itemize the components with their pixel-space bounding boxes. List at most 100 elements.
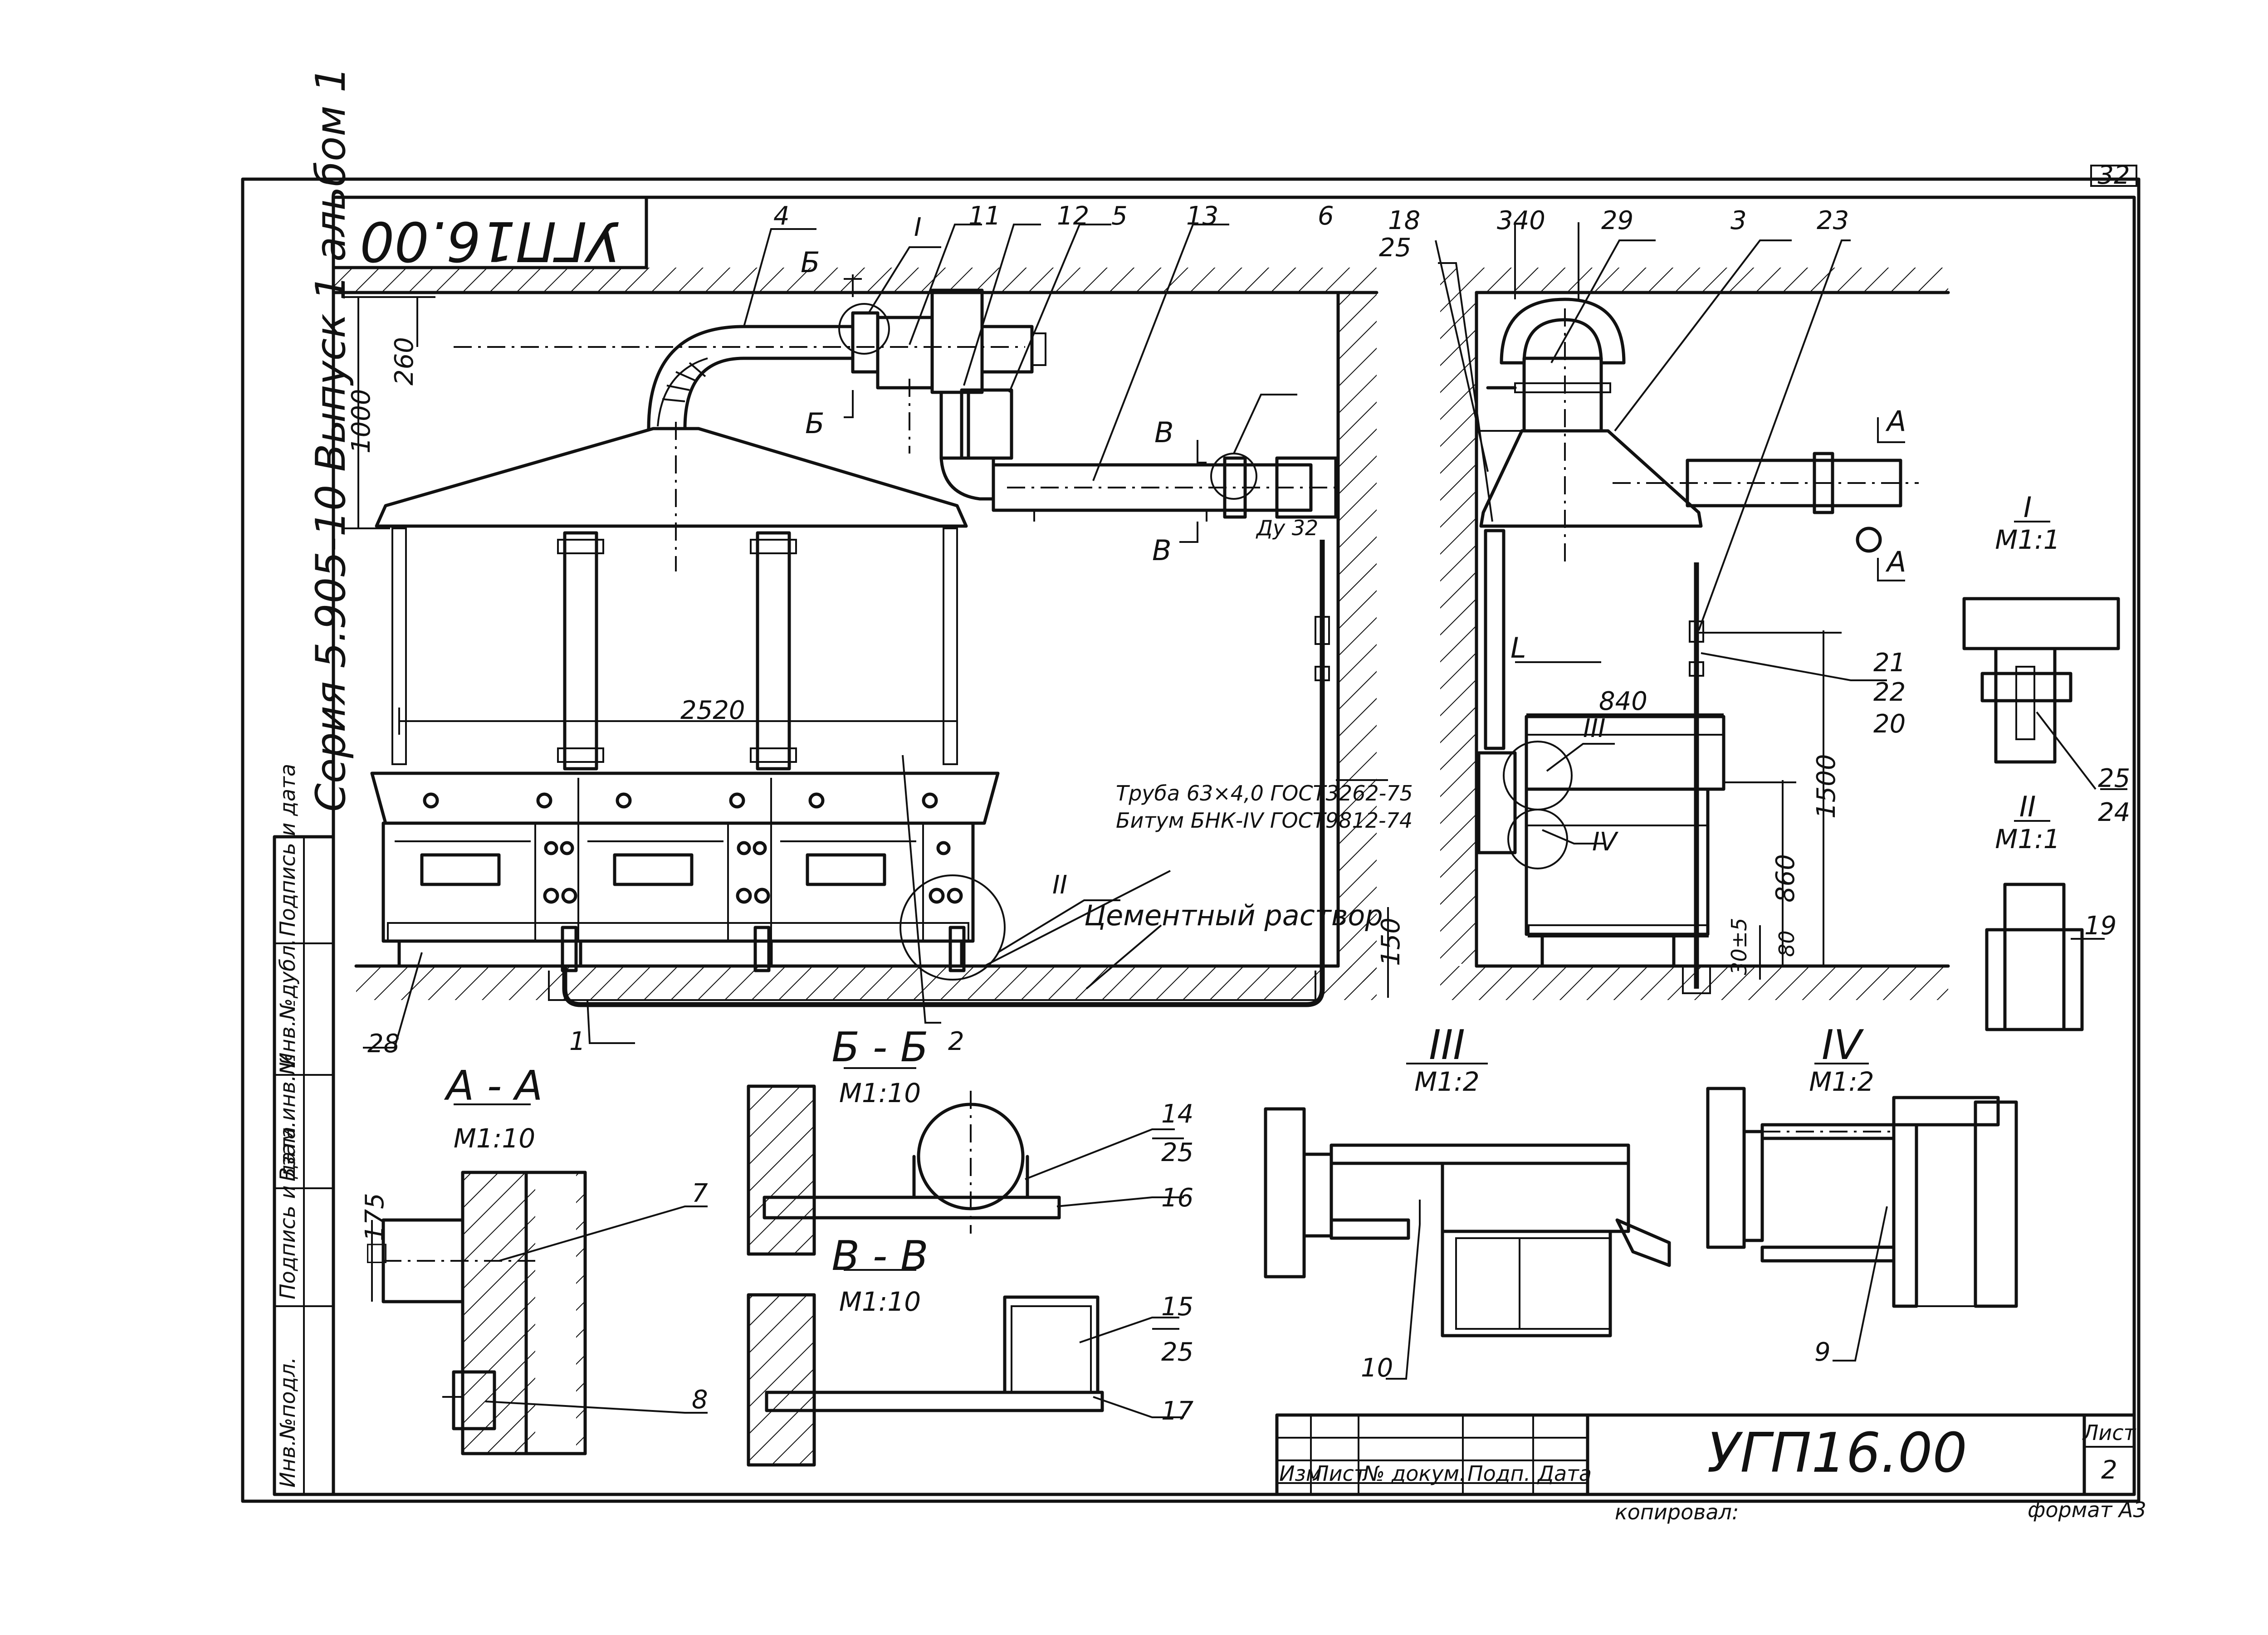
callout-13: 13	[1186, 201, 1218, 231]
detail-II	[1985, 820, 2105, 1031]
section-mark-a-top: А	[1885, 405, 1906, 438]
detail-I-title: I	[2024, 491, 2032, 524]
detail-I-scale: М1:1	[1995, 524, 2060, 555]
title-designation: УГП16.00	[1707, 1422, 1967, 1485]
section-AA	[371, 1103, 708, 1455]
dim-1500: 1500	[1812, 754, 1841, 819]
title-col-data: Дата	[1537, 1461, 1592, 1486]
callout-12: 12	[1057, 201, 1089, 231]
title-sheet-label: Лист	[2082, 1420, 2136, 1445]
note-dn32: Ду 32	[1256, 516, 1318, 540]
stamp-vzam-inv: Взам.инв.№	[275, 1053, 300, 1181]
side-view-labels: 340 18 25 29 3 23 21 22 20 III IV 840 15…	[1379, 206, 1906, 975]
section-mark-v-top: В	[1154, 416, 1174, 449]
detail-III-title: III	[1429, 1021, 1465, 1069]
dim-1000: 1000	[347, 389, 376, 454]
section-VV-title: В - В	[831, 1232, 928, 1280]
designation-rotated: УГП16.00	[360, 209, 620, 272]
callout-29: 29	[1601, 206, 1633, 235]
detail-II-scale: М1:1	[1995, 824, 2060, 854]
main-front-view	[332, 224, 1389, 1049]
dim-860: 860	[1771, 854, 1800, 903]
section-BB	[747, 1067, 1184, 1256]
title-col-podp: Подп.	[1467, 1461, 1530, 1486]
title-col-list: Лист	[1312, 1461, 1367, 1486]
section-VV-scale: М1:10	[839, 1286, 921, 1317]
callout-25-side: 25	[1379, 233, 1411, 263]
callout-IV: IV	[1592, 827, 1619, 857]
callout-6: 6	[1318, 201, 1334, 231]
detail-IV	[1706, 1063, 2018, 1362]
stamp-inv-podl: Инв.№подл.	[275, 1357, 300, 1488]
section-mark-v-bottom: В	[1152, 534, 1172, 567]
designation-box-rotated: УГП16.00	[332, 195, 648, 272]
callout-4: 4	[773, 201, 790, 231]
callout-I: I	[914, 213, 922, 242]
section-VV-callout-25: 25	[1161, 1337, 1193, 1367]
dim-260: 260	[390, 337, 419, 386]
detail-III	[1264, 1063, 1671, 1380]
callout-20: 20	[1873, 709, 1906, 739]
section-mark-a-bottom: А	[1885, 545, 1906, 578]
stamp-inv-dubl: Инв.№дубл.	[275, 939, 300, 1068]
callout-21: 21	[1873, 648, 1906, 678]
callout-23: 23	[1817, 206, 1849, 235]
title-sheet-number: 2	[2101, 1455, 2117, 1485]
callout-28: 28	[367, 1029, 400, 1059]
section-BB-title: Б - Б	[831, 1024, 928, 1071]
format-label: формат А3	[2028, 1498, 2146, 1522]
note-cement: Цементный раствор	[1084, 899, 1383, 932]
copied-by: копировал:	[1615, 1500, 1739, 1524]
detail-IV-title: IV	[1822, 1021, 1864, 1069]
dim-840: 840	[1599, 687, 1647, 716]
section-AA-title: А - А	[444, 1062, 543, 1110]
side-view	[1435, 222, 1950, 1000]
callout-II: II	[1052, 870, 1067, 900]
detail-IV-scale: М1:2	[1809, 1066, 1874, 1097]
stamp-sign-date-2: Подпись и дата	[275, 764, 300, 937]
detail-I-callout-25: 25	[2098, 764, 2130, 793]
section-BB-callout-14: 14	[1161, 1099, 1193, 1129]
detail-II-callout-19: 19	[2084, 911, 2116, 941]
title-block	[1275, 1413, 2136, 1496]
section-BB-callout-16: 16	[1161, 1183, 1193, 1213]
section-mark-b-top: Б	[801, 246, 820, 279]
dim-340: 340	[1497, 206, 1545, 235]
callout-5: 5	[1111, 201, 1128, 231]
callout-18: 18	[1388, 206, 1420, 235]
callout-III: III	[1583, 714, 1606, 743]
callout-11: 11	[968, 201, 1001, 231]
stamp-sign-date-1: Подпись и дата	[275, 1127, 300, 1299]
detail-I-callout-24: 24	[2098, 798, 2130, 827]
dim-80: 80	[1774, 930, 1799, 957]
detail-II-title: II	[2019, 790, 2036, 823]
section-AA-callout-8: 8	[692, 1385, 708, 1415]
dim-L: L	[1510, 631, 1526, 664]
page-number: 32	[2097, 161, 2130, 190]
detail-III-callout-10: 10	[1361, 1353, 1393, 1383]
title-col-izm: Изм	[1279, 1461, 1322, 1486]
section-AA-dim: □175	[360, 1193, 390, 1265]
title-col-dokum: № докум.	[1362, 1461, 1466, 1486]
dim-150: 150	[1376, 918, 1406, 966]
section-VV-callout-17: 17	[1161, 1396, 1194, 1426]
note-bitumen: Битум БНК-IV ГОСТ9812-74	[1116, 808, 1413, 833]
detail-III-scale: М1:2	[1414, 1066, 1479, 1097]
page-number-box	[2090, 165, 2137, 187]
section-VV	[747, 1269, 1184, 1467]
section-BB-scale: М1:10	[839, 1078, 921, 1108]
series-note: Серия 5.905-10 Выпуск 1 альбом 1	[307, 67, 355, 812]
detail-I	[1962, 521, 2127, 790]
callout-1: 1	[569, 1027, 586, 1056]
section-VV-callout-15: 15	[1161, 1292, 1193, 1322]
section-AA-scale: М1:10	[454, 1123, 535, 1154]
note-pipe: Труба 63×4,0 ГОСТ3262-75	[1116, 781, 1413, 805]
dim-30-5: 30±5	[1727, 918, 1751, 975]
side-stamp	[273, 835, 335, 1496]
callout-2: 2	[948, 1027, 964, 1056]
main-view-labels: 4 I 11 12 5 13 6 II 1 2 28 Б Б В В 2520 …	[347, 201, 1413, 1059]
callout-3: 3	[1730, 206, 1747, 235]
callout-22: 22	[1873, 678, 1906, 707]
